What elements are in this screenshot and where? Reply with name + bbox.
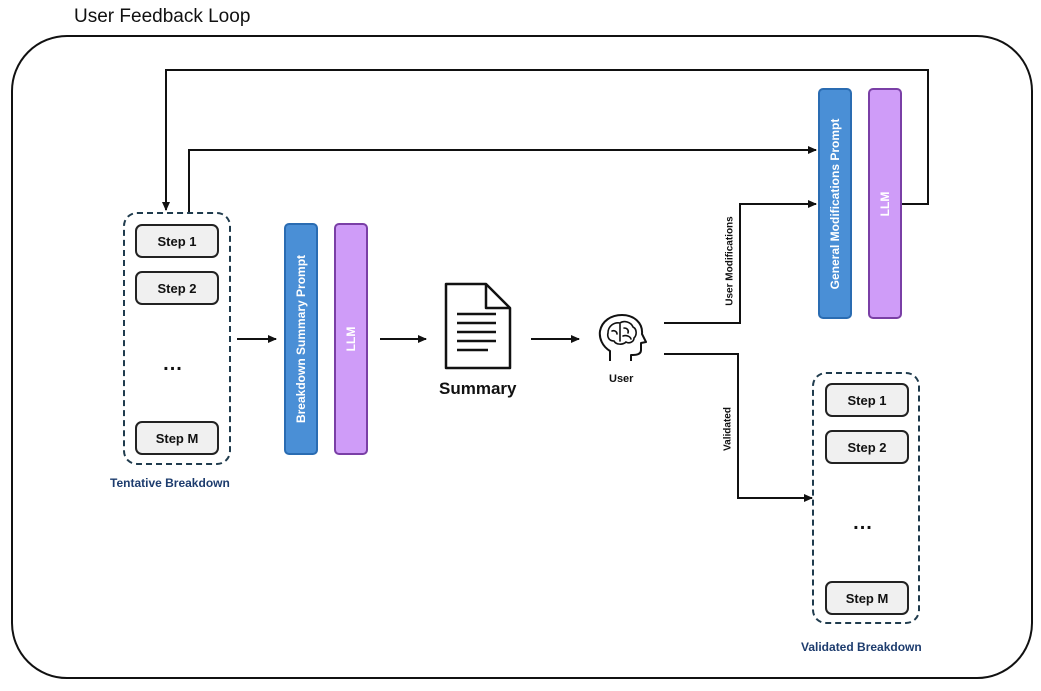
llm-label-summary: LLM	[344, 326, 358, 352]
tentative-breakdown-group	[123, 212, 231, 465]
breakdown-to-general-prompt-arrow	[188, 146, 817, 212]
user-modifications-arrow	[664, 200, 817, 324]
breakdown-summary-prompt-box: Breakdown Summary Prompt	[284, 223, 318, 455]
tentative-step-2: Step 2	[135, 271, 219, 305]
llm-label-modifications: LLM	[878, 191, 892, 216]
tentative-ellipsis: ...	[163, 353, 183, 375]
loop-back-arrow	[162, 69, 929, 211]
validated-breakdown-caption: Validated Breakdown	[801, 640, 922, 654]
tentative-step-m: Step M	[135, 421, 219, 455]
tentative-breakdown-caption: Tentative Breakdown	[110, 476, 230, 490]
document-icon	[444, 282, 512, 370]
validated-step-1: Step 1	[825, 383, 909, 417]
feedback-loop-frame	[11, 35, 1033, 679]
validated-step-2: Step 2	[825, 430, 909, 464]
breakdown-summary-prompt-label: Breakdown Summary Prompt	[294, 254, 308, 424]
tentative-step-1: Step 1	[135, 224, 219, 258]
validated-ellipsis: ...	[853, 512, 873, 534]
validated-step-m: Step M	[825, 581, 909, 615]
brain-head-icon	[598, 314, 647, 361]
validated-arrow	[664, 353, 813, 502]
validated-edge-label: Validated	[722, 407, 734, 451]
summary-label: Summary	[439, 379, 517, 398]
general-modifications-prompt-box: General Modifications Prompt	[818, 88, 852, 319]
llm-box-summary: LLM	[334, 223, 368, 455]
diagram-title: User Feedback Loop	[74, 6, 251, 27]
llm-box-modifications: LLM	[868, 88, 902, 319]
user-modifications-edge-label: User Modifications	[724, 216, 736, 306]
general-modifications-prompt-label: General Modifications Prompt	[828, 118, 842, 289]
validated-breakdown-group	[812, 372, 920, 624]
user-label: User	[609, 373, 634, 385]
